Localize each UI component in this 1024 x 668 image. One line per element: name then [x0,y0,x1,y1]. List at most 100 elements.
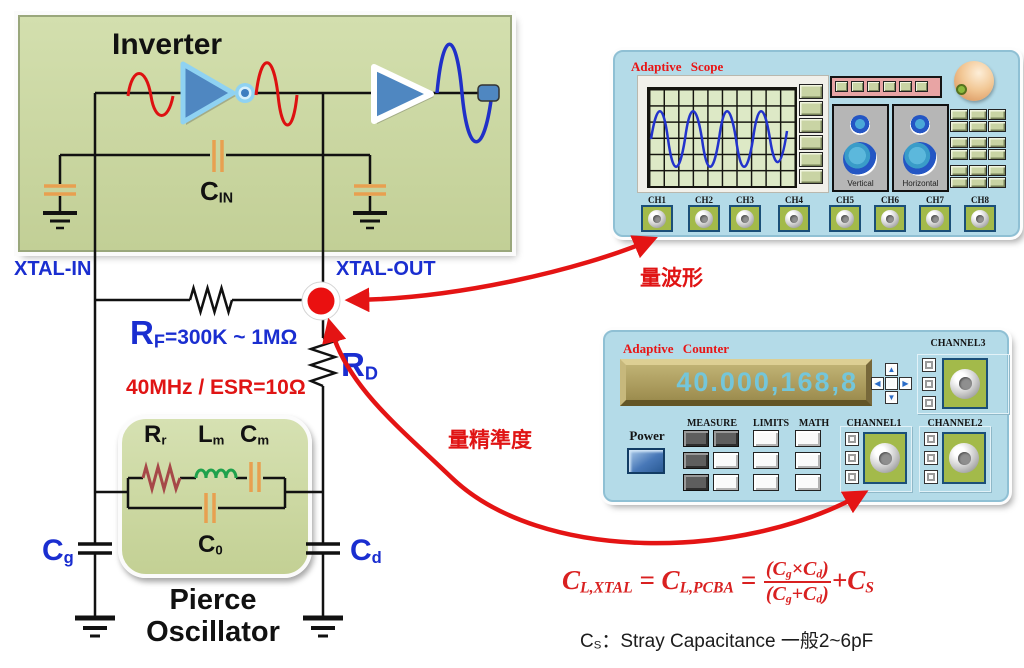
arrow-down-button[interactable]: ▼ [885,391,898,404]
measure-button[interactable] [713,474,739,491]
menu-button[interactable] [950,165,968,176]
capacitance-fraction: (Cg×Cd)(Cg+Cd) [763,558,831,606]
ch1-bnc-connector[interactable] [641,205,673,232]
menu-button[interactable] [988,121,1006,132]
menu-button[interactable] [950,137,968,148]
channel1-label: CHANNEL1 [846,418,902,429]
channel1-bnc-connector[interactable] [863,432,907,484]
c0-label: C0 [198,531,223,558]
channel3-option-button[interactable] [922,396,936,410]
arrow-up-button[interactable]: ▲ [885,363,898,376]
frequency-readout: 40.000,168,8 [676,367,858,397]
ch6-label: CH6 [881,195,899,205]
horizontal-control-panel: Horizontal [892,104,949,192]
function-button-row [830,76,942,98]
channel2-bnc-connector[interactable] [942,432,986,484]
stray-capacitance-note: CS：Stray Capacitance 一般2~6pF [580,631,874,652]
soft-key-button[interactable] [799,118,823,133]
vertical-scale-knob[interactable] [843,142,877,176]
measure-button[interactable] [713,430,739,447]
function-button[interactable] [867,81,880,92]
function-button[interactable] [851,81,864,92]
channel1-option-button[interactable] [845,470,859,484]
channel3-bnc-connector[interactable] [942,358,988,409]
channel1-option-button[interactable] [845,432,859,446]
menu-button[interactable] [988,165,1006,176]
soft-key-button[interactable] [799,101,823,116]
ch7-bnc-connector[interactable] [919,205,951,232]
ch8-bnc-connector[interactable] [964,205,996,232]
channel3-option-button[interactable] [922,377,936,391]
multipurpose-knob[interactable] [954,61,994,101]
measure-button[interactable] [683,452,709,469]
function-button[interactable] [883,81,896,92]
soft-key-button[interactable] [799,135,823,150]
limits-button[interactable] [753,452,779,469]
xtal-out-probe-node [301,281,341,321]
vertical-position-knob[interactable] [850,115,870,135]
channel2-group [919,426,991,492]
menu-button[interactable] [969,121,987,132]
menu-button[interactable] [969,109,987,120]
menu-button[interactable] [969,177,987,188]
inverter-title: Inverter [112,28,223,61]
cin-label: CIN [200,176,234,207]
ch2-label: CH2 [695,195,713,205]
channel3-option-button[interactable] [922,358,936,372]
math-button[interactable] [795,430,821,447]
ch7-label: CH7 [926,195,944,205]
channel1-option-button[interactable] [845,451,859,465]
channel2-option-button[interactable] [924,432,938,446]
ch6-bnc-connector[interactable] [874,205,906,232]
function-button[interactable] [915,81,928,92]
math-button[interactable] [795,474,821,491]
channel2-option-button[interactable] [924,451,938,465]
inverter-box [18,15,512,252]
menu-button[interactable] [988,177,1006,188]
function-button[interactable] [835,81,848,92]
measure-button[interactable] [683,430,709,447]
arrow-up-icon: ▲ [887,364,896,374]
function-button[interactable] [899,81,912,92]
measure-button[interactable] [683,474,709,491]
menu-button[interactable] [969,137,987,148]
ch3-label: CH3 [736,195,754,205]
menu-button[interactable] [950,149,968,160]
menu-button[interactable] [988,149,1006,160]
measure-button[interactable] [713,452,739,469]
ch4-bnc-connector[interactable] [778,205,810,232]
channel2-label: CHANNEL2 [927,418,983,429]
limits-button[interactable] [753,430,779,447]
knob-indicator-dot [956,84,967,95]
measure-accuracy-annotation: 量精準度 [448,429,532,452]
rr-label: Rr [144,421,167,448]
menu-button[interactable] [950,121,968,132]
xtal-out-label: XTAL-OUT [336,258,436,280]
arrow-left-button[interactable]: ◀ [871,377,884,390]
horizontal-position-knob[interactable] [910,115,930,135]
menu-button[interactable] [950,109,968,120]
counter-title: Adaptive Counter [623,341,730,356]
menu-button[interactable] [988,137,1006,148]
channel2-option-button[interactable] [924,470,938,484]
menu-button[interactable] [988,109,1006,120]
power-button[interactable] [627,448,665,474]
soft-key-button[interactable] [799,84,823,99]
cg-label: Cg [42,534,74,568]
horizontal-scale-knob[interactable] [903,142,937,176]
ch5-bnc-connector[interactable] [829,205,861,232]
esr-note: 40MHz / ESR=10Ω [126,376,306,399]
menu-button[interactable] [950,177,968,188]
math-button[interactable] [795,452,821,469]
arrow-right-button[interactable]: ▶ [899,377,912,390]
menu-button[interactable] [969,149,987,160]
soft-key-button[interactable] [799,169,823,184]
ch2-bnc-connector[interactable] [688,205,720,232]
lm-label: Lm [198,421,225,448]
menu-button[interactable] [969,165,987,176]
soft-key-button[interactable] [799,152,823,167]
pad-center-button[interactable] [885,377,898,390]
limits-button[interactable] [753,474,779,491]
ch3-bnc-connector[interactable] [729,205,761,232]
